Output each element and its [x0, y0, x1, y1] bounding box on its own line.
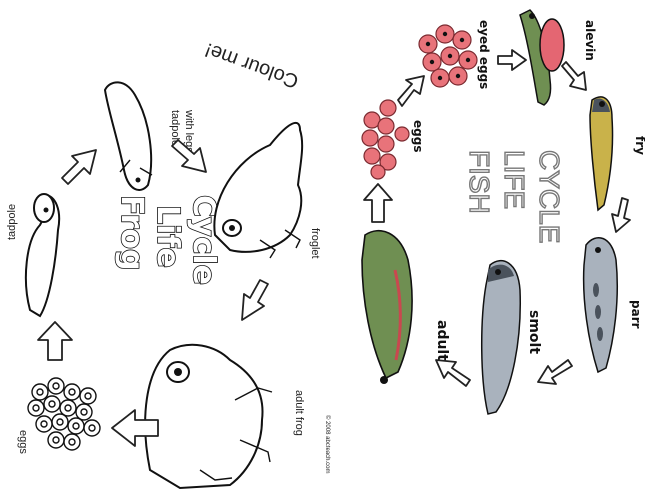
alevin-image — [520, 10, 564, 105]
fish-eggs-label: eggs — [411, 120, 425, 152]
fry-image — [590, 97, 613, 210]
adult-fish-label: adult — [434, 320, 450, 361]
svg-text:FISH: FISH — [464, 150, 495, 214]
arrow-tadpole-to-legs — [62, 150, 96, 184]
arrow-froglet-to-adult — [242, 280, 268, 320]
froglet-label: froglet — [309, 228, 321, 259]
froglet-image — [214, 123, 302, 258]
alevin-label: alevin — [583, 20, 597, 61]
adult-fish-image — [362, 231, 412, 384]
copyright-label: © 2008 abcteach.com — [324, 415, 331, 473]
svg-text:LIFE: LIFE — [499, 150, 530, 209]
fry-label: fry — [633, 136, 645, 155]
smolt-image — [482, 261, 521, 414]
tadpole-image — [26, 194, 59, 316]
arrow-alevin-to-fry — [562, 62, 586, 90]
eyed-eggs-label: eyed eggs — [477, 20, 491, 89]
tadpole-label: tadpole — [6, 204, 18, 240]
arrow-parr-to-smolt — [538, 360, 572, 384]
arrow-adult-to-eggs — [364, 184, 392, 222]
adult-frog-image — [145, 345, 272, 488]
parr-label: parr — [629, 300, 643, 329]
frog-eggs-label: eggs — [17, 430, 29, 454]
adult-frog-label: adult frog — [293, 390, 305, 436]
parr-image — [584, 238, 618, 372]
arrow-fry-to-parr — [612, 198, 630, 232]
fish-eggs-image — [362, 100, 409, 179]
svg-text:Colour me!: Colour me! — [202, 38, 301, 92]
fish-title: FISH LIFE CYCLE — [464, 150, 565, 243]
colour-me-label: Colour me! — [202, 38, 301, 92]
frog-title: Frog Life Cycle — [114, 195, 221, 285]
frog-eggs-image — [28, 378, 100, 450]
svg-text:Frog: Frog — [114, 195, 149, 270]
arrow-smolt-to-adult — [436, 360, 470, 386]
smolt-label: smolt — [526, 310, 542, 354]
arrow-eggs-to-tadpole — [38, 322, 72, 360]
arrow-eyed-to-alevin — [498, 50, 526, 70]
eyed-eggs-image — [419, 25, 477, 87]
arrow-eggs-to-eyed — [398, 76, 424, 106]
svg-text:Life: Life — [150, 205, 185, 268]
tadpole-with-legs-image — [105, 82, 152, 190]
svg-text:CYCLE: CYCLE — [534, 150, 565, 243]
